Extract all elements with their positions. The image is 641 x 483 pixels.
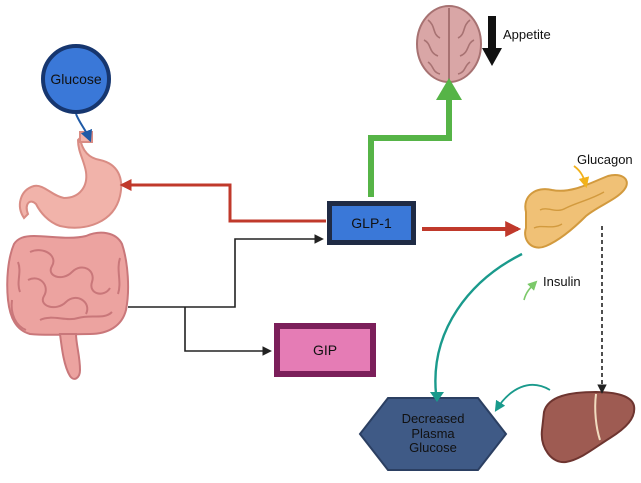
glp1-label: GLP-1	[351, 215, 392, 231]
pancreas-to-glucose-arrowhead	[430, 392, 444, 402]
hex-line-1: Decreased	[401, 410, 465, 426]
liver-to-glucose-arrow	[494, 384, 551, 412]
glucagon-arrow	[573, 165, 590, 189]
down-arrow-icon	[482, 16, 502, 66]
intestine-icon	[6, 231, 130, 380]
insulin-label: Insulin	[543, 274, 581, 289]
brain-icon	[416, 5, 482, 83]
liver-icon	[540, 390, 636, 464]
insulin-arrow	[523, 280, 538, 301]
gip-label: GIP	[312, 342, 338, 358]
gip-box: GIP	[274, 323, 376, 377]
pancreas-to-glucose-arrow	[434, 252, 523, 395]
hex-line-3: Glucose	[409, 440, 457, 456]
glp1-to-brain-arrow	[368, 96, 452, 197]
glp1-to-brain-arrowhead	[436, 78, 462, 100]
intestine-to-glp1-arrow	[128, 234, 324, 308]
pancreas-icon	[524, 174, 628, 249]
decreased-plasma-glucose-hexagon	[358, 397, 508, 471]
glucose-label: Glucose	[50, 71, 102, 87]
glp1-box: GLP-1	[327, 201, 416, 245]
appetite-label: Appetite	[503, 27, 551, 42]
decreased-plasma-glucose-label: Decreased Plasma Glucose	[360, 398, 506, 470]
glucose-circle: Glucose	[41, 44, 111, 114]
stomach-icon	[18, 131, 123, 229]
hex-line-2: Plasma	[411, 425, 455, 441]
intestine-to-gip-arrow	[184, 307, 272, 356]
glp1-to-stomach-arrow	[119, 179, 326, 223]
glucose-to-stomach-arrow	[75, 113, 93, 143]
glucagon-label: Glucagon	[577, 152, 633, 167]
